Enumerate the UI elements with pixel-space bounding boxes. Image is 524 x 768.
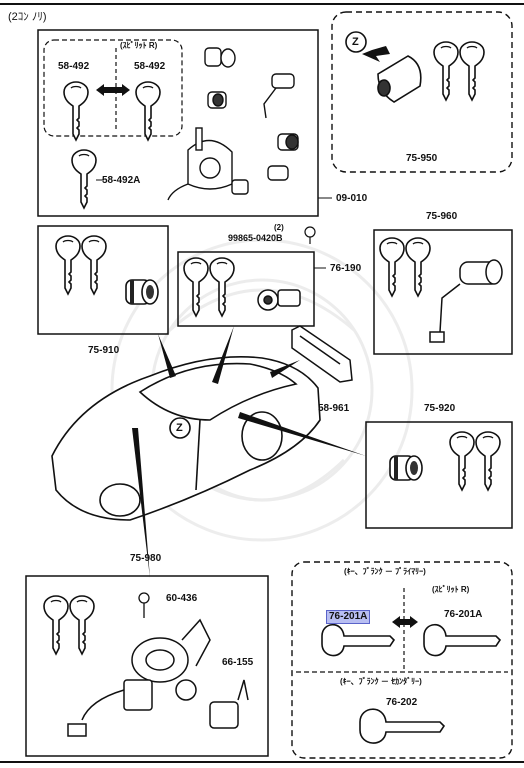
car-z-badge-icon bbox=[169, 417, 191, 439]
screw-60-436-icon bbox=[138, 592, 150, 618]
keys-75-980[interactable] bbox=[44, 596, 94, 654]
z-badge-icon bbox=[345, 31, 367, 53]
header-title: (2ｺﾝ ﾉﾘ) bbox=[8, 11, 47, 23]
part-66-155[interactable] bbox=[209, 679, 249, 729]
key-blank-primary[interactable] bbox=[321, 623, 396, 657]
screw-qty: (2) bbox=[274, 223, 284, 232]
key-blank-secondary[interactable] bbox=[359, 708, 446, 744]
label-76-201a-highlighted[interactable]: 76-201A bbox=[326, 610, 371, 624]
door-cylinder-75-920[interactable] bbox=[389, 455, 423, 481]
part-58-961[interactable] bbox=[291, 325, 353, 383]
watermark-emblem bbox=[110, 238, 414, 542]
key-blank-spirit-r[interactable] bbox=[423, 623, 502, 657]
keys-75-950[interactable] bbox=[434, 42, 484, 100]
box-09-010 bbox=[37, 29, 319, 217]
label-76-201a-spirit: 76-201A bbox=[444, 609, 483, 620]
title-key-blank-primary: (ｷｰ、ﾌﾞﾗﾝｸ － ﾌﾟﾗｲﾏﾘｰ) bbox=[344, 567, 426, 576]
box-key-blanks bbox=[291, 561, 513, 759]
label-75-920: 75-920 bbox=[424, 403, 456, 414]
steering-lock-assembly[interactable] bbox=[67, 618, 211, 737]
key-58-492-right[interactable] bbox=[135, 81, 161, 141]
box-75-960 bbox=[373, 229, 513, 355]
label-58-492-a: 58-492 bbox=[58, 61, 90, 72]
badge-z-car: Z bbox=[176, 422, 183, 434]
box-75-980 bbox=[25, 575, 269, 757]
label-76-202: 76-202 bbox=[386, 697, 418, 708]
label-75-980: 75-980 bbox=[130, 553, 162, 564]
box-75-920 bbox=[365, 421, 513, 529]
label-60-436: 60-436 bbox=[166, 593, 198, 604]
label-09-010: 09-010 bbox=[336, 193, 368, 204]
key-58-492-left[interactable] bbox=[63, 81, 89, 141]
label-76-190: 76-190 bbox=[330, 263, 362, 274]
car-illustration bbox=[51, 356, 321, 521]
double-arrow-icon bbox=[96, 84, 130, 96]
keys-75-910[interactable] bbox=[56, 236, 106, 294]
keys-75-920[interactable] bbox=[450, 432, 500, 490]
ignition-parts-cluster bbox=[167, 47, 299, 201]
label-58-492-b: 58-492 bbox=[134, 61, 166, 72]
trunk-cylinder-75-960[interactable] bbox=[429, 259, 503, 343]
label-75-910: 75-910 bbox=[88, 345, 120, 356]
spirit-note-top: (ｽﾋﾟﾘｯﾄ R) bbox=[120, 41, 158, 50]
door-lock-cylinder-75-950[interactable] bbox=[377, 55, 422, 103]
keys-75-960[interactable] bbox=[380, 238, 430, 296]
key-58-492a[interactable] bbox=[71, 149, 97, 209]
callout-leaders bbox=[132, 326, 366, 578]
box-75-910 bbox=[37, 225, 169, 335]
cylinder-75-910[interactable] bbox=[125, 279, 159, 305]
label-58-492a: 58-492A bbox=[102, 175, 141, 186]
label-58-961: 58-961 bbox=[318, 403, 350, 414]
direction-arrow-icon bbox=[362, 46, 390, 62]
box-75-950 bbox=[331, 11, 513, 173]
badge-z-top: Z bbox=[352, 36, 359, 48]
screw-icon bbox=[304, 226, 316, 244]
double-arrow-icon-keys bbox=[392, 616, 418, 628]
label-75-960: 75-960 bbox=[426, 211, 458, 222]
spirit-note-bottom: (ｽﾋﾟﾘｯﾄ R) bbox=[432, 585, 470, 594]
cylinder-76-190[interactable] bbox=[257, 289, 301, 311]
label-75-950: 75-950 bbox=[406, 153, 438, 164]
label-66-155: 66-155 bbox=[222, 657, 254, 668]
label-99865-0420b: 99865-0420B bbox=[228, 233, 283, 243]
title-key-blank-secondary: (ｷｰ、ﾌﾞﾗﾝｸ － ｾｶﾝﾀﾞﾘｰ) bbox=[340, 677, 422, 686]
box-76-190 bbox=[177, 251, 315, 327]
